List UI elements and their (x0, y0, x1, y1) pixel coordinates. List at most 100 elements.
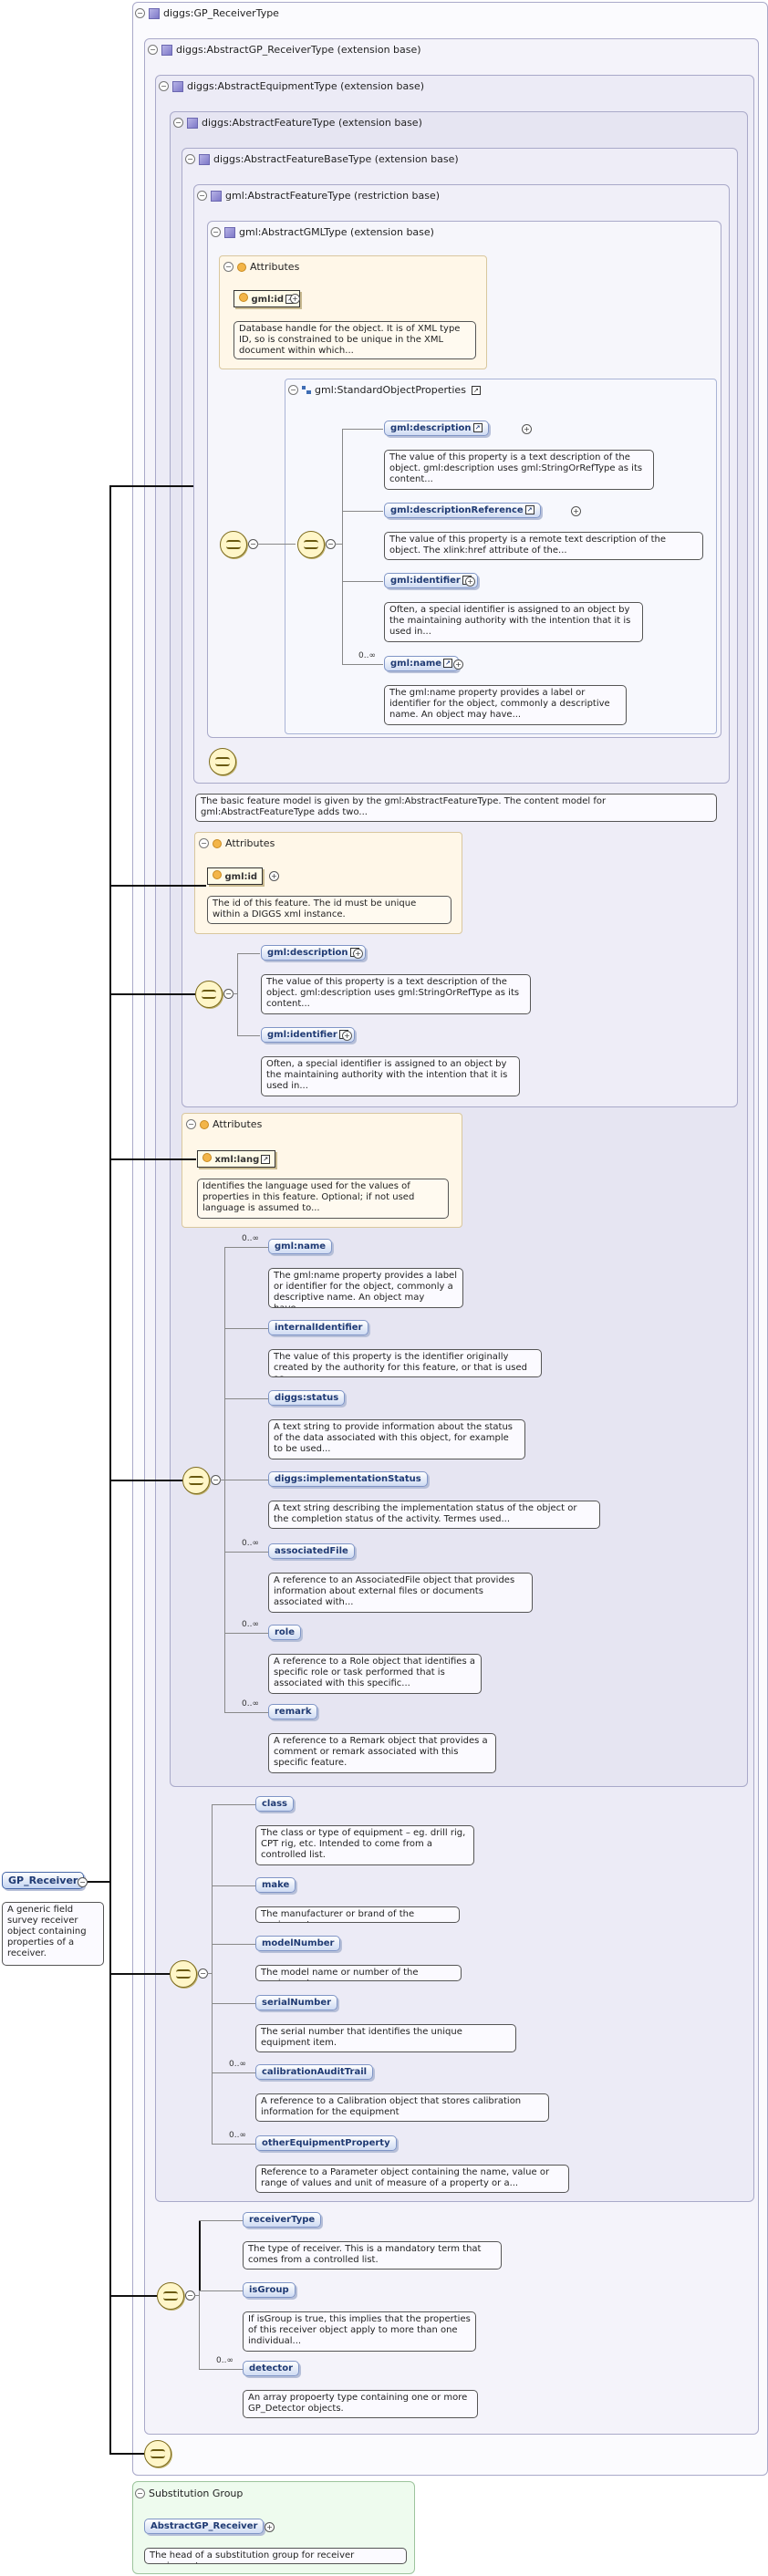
link-icon[interactable]: ↗ (472, 423, 483, 432)
equipment-elem-class[interactable]: class (255, 1796, 295, 1812)
gml-id-attribute[interactable]: gml:id↗ (234, 290, 301, 307)
gml-abstract-feature-header[interactable]: − gml:AbstractFeatureType (restriction b… (197, 190, 440, 202)
element-label: modelNumber (262, 1938, 335, 1948)
standard-object-properties-header[interactable]: − gml:StandardObjectProperties ↗ (288, 384, 481, 396)
base-description-element[interactable]: gml:description↗ (261, 945, 366, 961)
receiver-elem-description: An array propoerty type containing one o… (243, 2390, 478, 2418)
sequence-compositor-icon[interactable] (170, 1960, 197, 1988)
base-gml-id-attribute[interactable]: gml:id (207, 867, 264, 885)
expand-icon[interactable]: + (265, 2522, 275, 2532)
feature-elem-description: The value of this property is the identi… (268, 1349, 542, 1377)
collapse-toggle-icon[interactable]: − (211, 227, 221, 237)
substitution-group-header[interactable]: − Substitution Group (135, 2488, 243, 2499)
element-label: role (275, 1627, 296, 1637)
connector-line (194, 2295, 199, 2296)
multiplicity-label: 0..∞ (242, 1234, 259, 1243)
collapse-icon[interactable]: − (78, 1877, 88, 1887)
connector-line (109, 885, 206, 887)
connector-line (109, 485, 193, 487)
receiver-elem-detector[interactable]: detector (243, 2361, 300, 2376)
collapse-toggle-icon[interactable]: − (148, 45, 158, 55)
feature-attributes-header[interactable]: − Attributes (186, 1118, 262, 1130)
abstract-feature-header[interactable]: − diggs:AbstractFeatureType (extension b… (173, 117, 422, 129)
expand-icon[interactable]: + (571, 506, 581, 516)
feature-elem-role[interactable]: role (268, 1625, 302, 1640)
expand-icon[interactable]: + (353, 949, 363, 959)
feature-elem-diggs-implementationstatus[interactable]: diggs:implementationStatus (268, 1471, 428, 1487)
gml-attributes-header[interactable]: − Attributes (223, 261, 299, 273)
collapse-toggle-icon[interactable]: − (159, 81, 169, 91)
receiver-elem-isgroup[interactable]: isGroup (243, 2282, 296, 2298)
collapse-toggle-icon[interactable]: − (186, 1119, 196, 1129)
xml-lang-attribute[interactable]: xml:lang↗ (197, 1150, 276, 1168)
receiver-elem-description: The type of receiver. This is a mandator… (243, 2241, 502, 2270)
sequence-compositor-icon[interactable] (157, 2282, 184, 2310)
link-icon[interactable]: ↗ (443, 659, 453, 668)
collapse-toggle-icon[interactable]: − (197, 191, 207, 201)
feature-elem-remark[interactable]: remark (268, 1704, 318, 1719)
std-prop-identifier[interactable]: gml:identifier↗ (384, 573, 478, 588)
feature-elem-diggs-status[interactable]: diggs:status (268, 1390, 346, 1406)
abstract-gp-receiver-header[interactable]: − diggs:AbstractGP_ReceiverType (extensi… (148, 44, 421, 56)
collapse-toggle-icon[interactable]: − (223, 262, 234, 272)
expand-icon[interactable]: + (453, 660, 463, 670)
attributes-title: Attributes (225, 837, 275, 849)
collapse-toggle-icon[interactable]: − (135, 2488, 145, 2498)
attributes-title: Attributes (250, 261, 300, 273)
feature-elem-description: The gml:name property provides a label o… (268, 1268, 463, 1308)
attribute-icon (237, 262, 246, 272)
equipment-elem-calibrationaudittrail[interactable]: calibrationAuditTrail (255, 2064, 374, 2080)
expand-icon[interactable]: + (290, 294, 300, 304)
xml-lang-description: Identifies the language used for the val… (197, 1179, 449, 1219)
sequence-compositor-icon[interactable] (144, 2440, 171, 2467)
expand-icon[interactable]: + (269, 871, 279, 881)
link-icon[interactable]: ↗ (471, 385, 481, 395)
std-prop-description-reference[interactable]: gml:descriptionReference↗ (384, 503, 541, 518)
connector-line (199, 2291, 200, 2369)
equipment-elem-serialnumber[interactable]: serialNumber (255, 1995, 338, 2010)
sequence-compositor-icon[interactable] (209, 748, 236, 775)
element-label: gml:descriptionReference (390, 505, 524, 515)
receiver-type-header[interactable]: − diggs:GP_ReceiverType (135, 7, 279, 19)
sequence-compositor-icon[interactable] (220, 531, 247, 558)
gml-abstract-gml-header[interactable]: − gml:AbstractGMLType (extension base) (211, 226, 434, 238)
expand-icon[interactable]: + (342, 1031, 352, 1041)
equipment-elem-modelnumber[interactable]: modelNumber (255, 1936, 341, 1951)
collapse-toggle-icon[interactable]: − (185, 154, 195, 164)
expand-icon[interactable]: + (522, 424, 532, 434)
connector-line (342, 429, 343, 664)
abstract-gp-receiver-element[interactable]: AbstractGP_Receiver (144, 2519, 265, 2534)
feature-elem-gml-name[interactable]: gml:name (268, 1239, 333, 1254)
sequence-compositor-icon[interactable] (195, 981, 223, 1008)
collapse-toggle-icon[interactable]: − (135, 8, 145, 18)
equipment-elem-otherequipmentproperty[interactable]: otherEquipmentProperty (255, 2135, 397, 2151)
complex-type-icon (172, 80, 183, 92)
gml-abstract-feature-title: gml:AbstractFeatureType (restriction bas… (225, 190, 441, 202)
connector-line (342, 429, 383, 430)
complex-type-icon (149, 7, 160, 19)
std-prop-name[interactable]: gml:name↗ (384, 656, 460, 671)
feature-elem-internalidentifier[interactable]: internalIdentifier (268, 1320, 369, 1335)
collapse-toggle-icon[interactable]: − (288, 385, 298, 395)
collapse-toggle-icon[interactable]: − (173, 118, 183, 128)
connector-line (109, 993, 195, 995)
sequence-compositor-icon[interactable] (182, 1467, 210, 1494)
link-icon[interactable]: ↗ (524, 505, 534, 514)
abstract-equipment-header[interactable]: − diggs:AbstractEquipmentType (extension… (159, 80, 424, 92)
feature-elem-associatedfile[interactable]: associatedFile (268, 1543, 355, 1559)
feature-elem-description: A text string to provide information abo… (268, 1419, 525, 1459)
connector-line (224, 1552, 268, 1553)
sequence-compositor-icon[interactable] (297, 531, 325, 558)
equipment-elem-make[interactable]: make (255, 1877, 296, 1893)
collapse-toggle-icon[interactable]: − (199, 838, 209, 848)
base-attributes-header[interactable]: − Attributes (199, 837, 275, 849)
link-icon[interactable]: ↗ (261, 1155, 271, 1164)
std-prop-description[interactable]: gml:description↗ (384, 421, 489, 436)
receiver-elem-receivertype[interactable]: receiverType (243, 2212, 322, 2228)
expand-icon[interactable]: + (465, 576, 475, 587)
base-identifier-element[interactable]: gml:identifier↗ (261, 1027, 355, 1043)
complex-type-icon (187, 117, 198, 129)
abstract-feature-base-header[interactable]: − diggs:AbstractFeatureBaseType (extensi… (185, 153, 459, 165)
element-label: class (262, 1799, 288, 1809)
gp-receiver-element[interactable]: GP_Receiver (2, 1872, 85, 1889)
